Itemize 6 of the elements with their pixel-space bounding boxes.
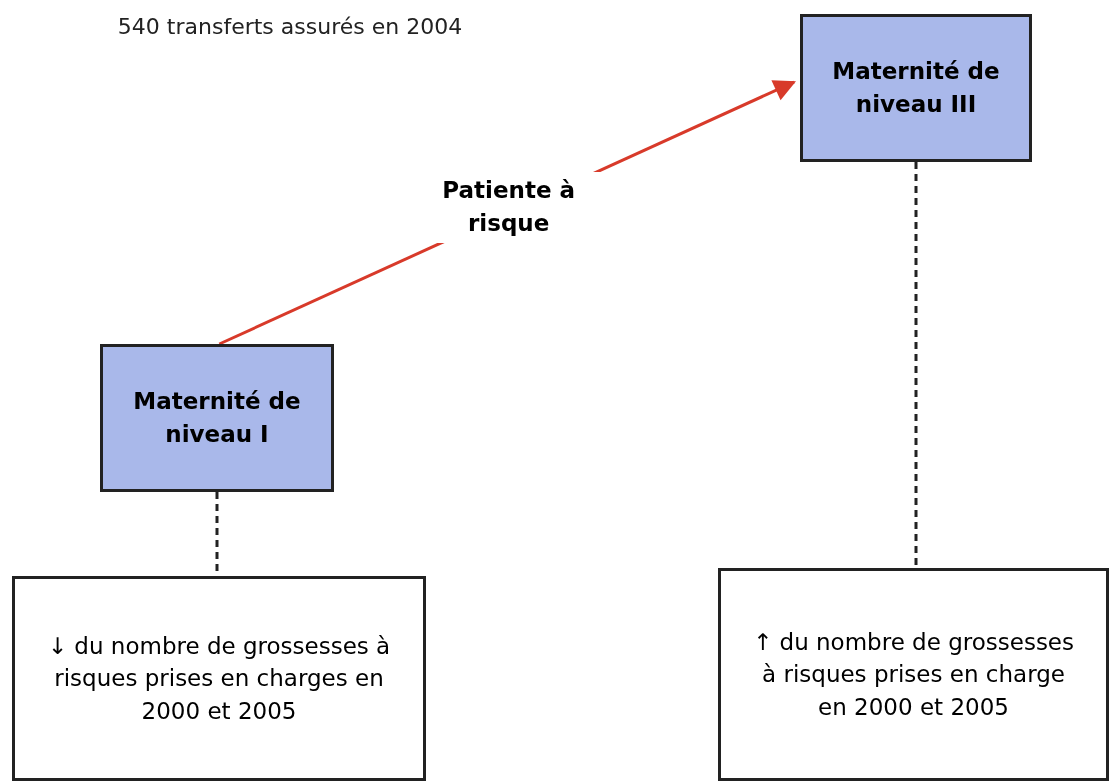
connector-line: [914, 162, 918, 568]
note-text: 540 transferts assurés en 2004: [116, 13, 464, 41]
note-box: ↓ du nombre de grossesses à risques prises en charges en 2000 et 2005: [12, 576, 426, 781]
maternity-box: Maternité de niveau I: [100, 344, 334, 492]
note-box: ↑ du nombre de grossesses à risques prises en charge en 2000 et 2005: [718, 568, 1109, 781]
maternity-box: Maternité de niveau III: [800, 14, 1032, 162]
